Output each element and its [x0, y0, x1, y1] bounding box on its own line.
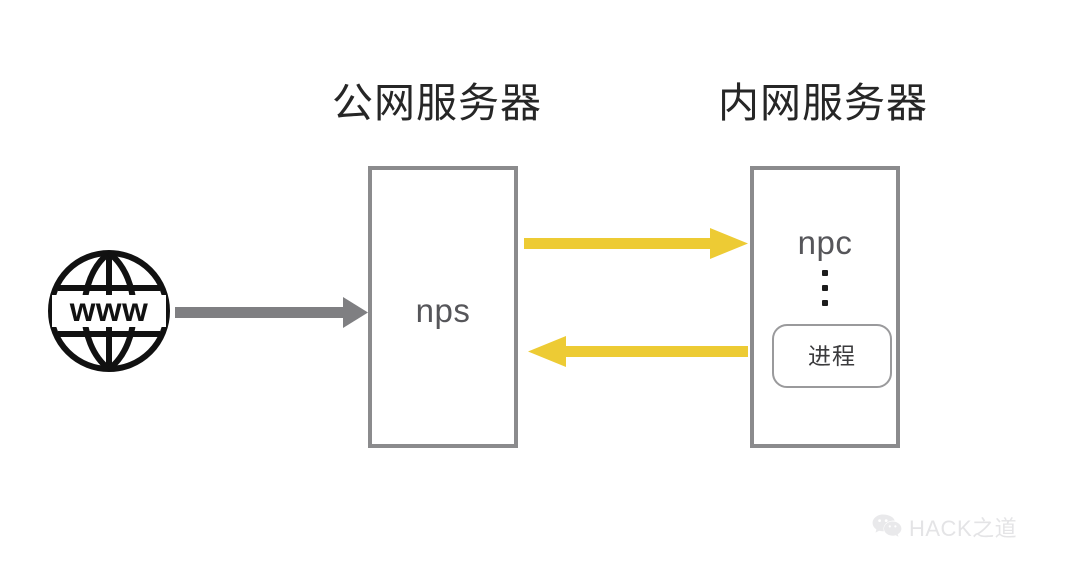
- process-box: 进程: [772, 324, 892, 388]
- public-server-title: 公网服务器: [332, 80, 542, 126]
- globe-www-icon: www: [46, 248, 172, 374]
- nps-label: nps: [415, 292, 471, 329]
- public-server-box: nps: [368, 166, 518, 448]
- private-server-box: npc 进程: [750, 166, 900, 448]
- process-label: 进程: [808, 342, 856, 369]
- vertical-ellipsis-icon: [754, 270, 896, 306]
- arrow-internet-to-nps: [175, 297, 368, 328]
- watermark-text: HACK之道: [909, 515, 1018, 541]
- npc-label: npc: [797, 224, 853, 261]
- arrow-nps-to-npc: [524, 228, 748, 259]
- watermark: HACK之道: [872, 513, 1017, 544]
- private-server-title: 内网服务器: [718, 80, 928, 126]
- wechat-icon: [872, 513, 902, 544]
- svg-text:www: www: [69, 291, 149, 328]
- arrow-npc-to-nps: [528, 336, 748, 367]
